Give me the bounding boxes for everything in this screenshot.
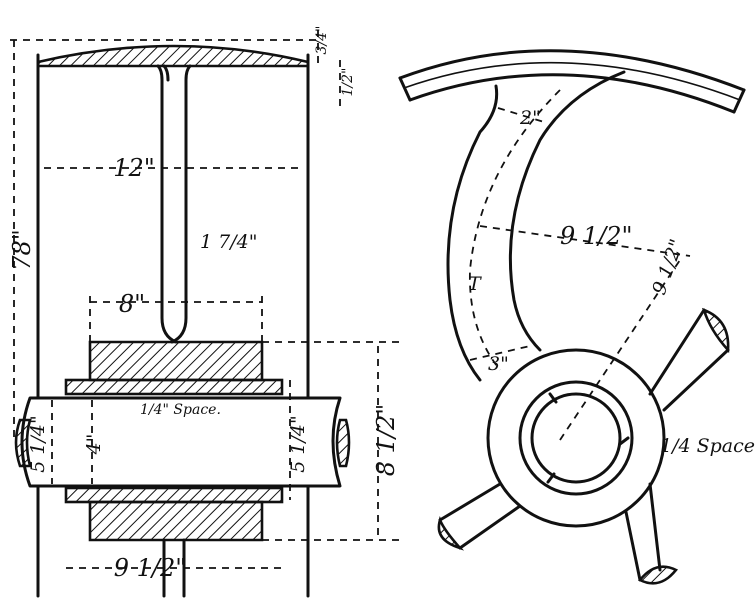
spoke-right-lower [624,482,662,582]
label-t-mark: T [468,273,482,295]
side-view: 78" 12" 1 7/4" 8" 1/4" Space. 5 1/4" 4" … [8,26,400,598]
label-hub-length: 8" [119,290,145,318]
label-height: 78" [8,229,36,271]
spoke-left-lower [438,482,522,550]
hub-lower [88,500,264,542]
shaft-right-end [335,418,351,468]
rim-outer-arc [398,49,746,92]
arm-outer-edge [446,84,499,382]
bush-upper [64,378,284,396]
web-right-outline [170,64,192,344]
label-radius-inner: 9 1/2" [648,236,688,298]
label-bore-height: 8 1/2" [372,404,400,477]
rim-left-end [398,76,412,102]
shaft-left-end [14,418,32,468]
keyway-bottom [546,472,556,484]
label-arm-width: 2" [519,107,541,129]
rim-right-end [732,88,746,114]
hub-bore-outer [518,380,634,496]
label-base-width: 9 1/2" [114,554,187,582]
label-shaft-right: 5 1/4" [287,415,309,472]
dim-arm-root [469,345,531,361]
label-web-thickness: 1 7/4" [200,231,257,253]
rim-mid-arc [403,61,741,101]
spoke-right-upper [648,308,730,412]
label-space: 1/4" Space. [140,402,221,418]
dim-radius-inner [559,259,681,441]
hub-outer-circle [486,348,666,528]
spoke-right-lower-end [637,565,679,585]
arm-centerline [469,89,561,371]
keyway-right [618,436,630,446]
hub-bore-inner [530,392,622,484]
label-rim-top: 3/4" [314,26,330,55]
dim-radius [479,225,691,257]
keyway-top [548,392,558,404]
front-view: 2" 9 1/2" 9 1/2" 3" T 1/4 Space. [398,49,756,585]
dim-arm-width [497,107,545,123]
spoke-left-lower-end [437,516,465,551]
rim-section [36,44,310,68]
spoke-right-upper-end [701,307,730,354]
bush-lower [64,486,284,504]
label-arm-root: 3" [488,353,509,375]
label-web-width: 12" [113,154,155,182]
label-shaft-inner: 4" [83,434,105,456]
label-radius: 9 1/2" [560,222,633,250]
label-space-front: 1/4 Space. [660,435,756,457]
hub-upper [88,340,264,382]
web-left-inner [162,64,170,82]
arm-inner-edge [508,70,626,352]
label-rim-right: 1/2" [340,68,356,97]
label-shaft-left: 5 1/4" [27,415,49,472]
web-left-outline [156,64,178,344]
rim-inner-arc [408,73,736,114]
